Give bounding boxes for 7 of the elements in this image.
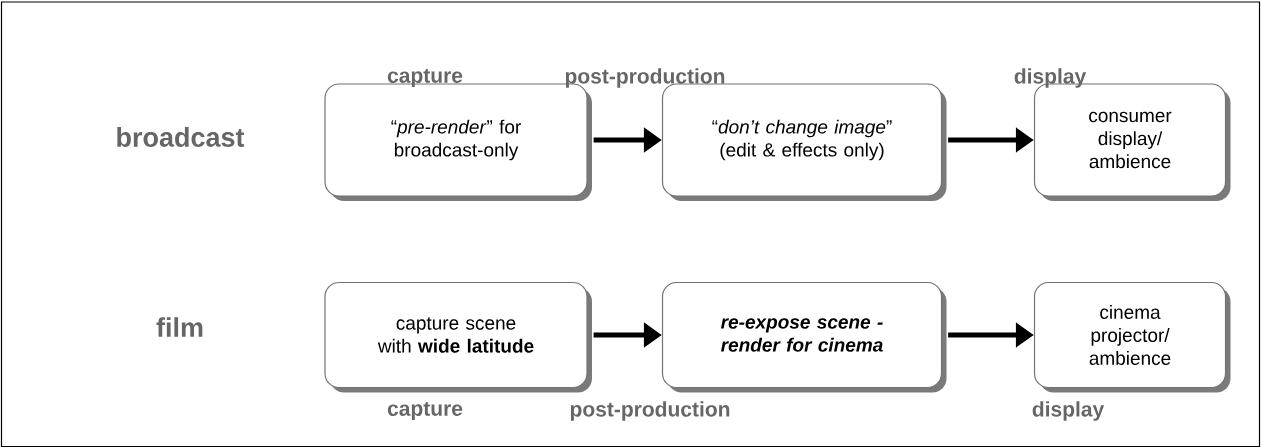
row-heading: broadcast [117,127,245,147]
process-box: re-expose scene - render for cinema [661,281,947,393]
process-box: capture scene with wide latitude [324,281,592,393]
row-heading: film [156,317,203,337]
process-box: “don’t change image” (edit & effects only) [661,83,947,201]
process-box: cinema projector/ ambience [1033,281,1231,393]
column-heading: post-production [570,401,730,421]
